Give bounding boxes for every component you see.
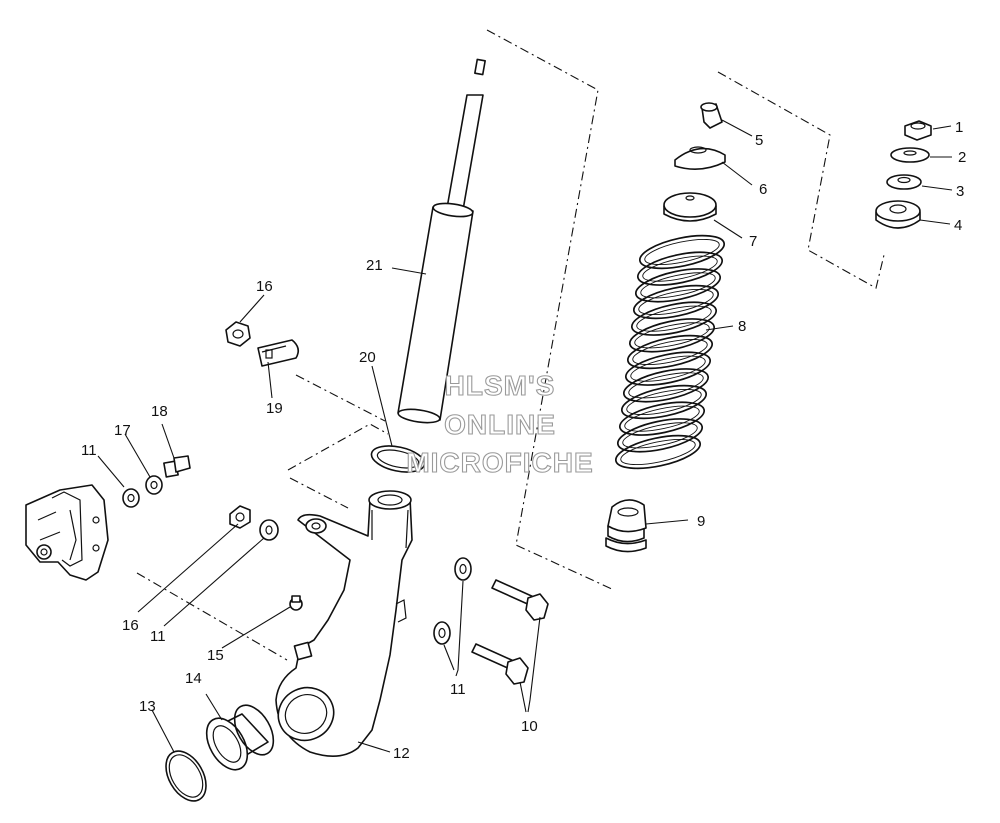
- washer-icon: [433, 621, 451, 645]
- spring-coil: [614, 434, 702, 470]
- callout-11-c: 11: [450, 681, 466, 698]
- spring-seat-icon: [663, 192, 717, 222]
- spring-coil: [628, 318, 716, 353]
- spring-coil-inner: [638, 288, 714, 316]
- spring-coil-inner: [622, 422, 698, 449]
- spring-coil-inner: [632, 338, 708, 366]
- spring-coil-inner: [634, 322, 710, 349]
- callout-labels: 1 2 3 4 5 6 7 8 9 10 11 11 11 11 12 13 1…: [81, 119, 966, 762]
- callout-18: 18: [151, 403, 168, 420]
- bump-stop-icon: [605, 499, 647, 553]
- bushing-icon: [875, 200, 921, 229]
- lock-nut-icon: [904, 120, 932, 141]
- bolt-icon: [491, 579, 549, 621]
- snap-ring-icon: [165, 750, 207, 802]
- steering-knuckle-icon: [275, 490, 413, 757]
- watermark-line-1: HLSM'S: [445, 370, 556, 401]
- callout-11-a: 11: [81, 442, 97, 459]
- spring-coil-inner: [644, 238, 720, 266]
- callout-16-b: 16: [122, 617, 139, 634]
- spring-coil: [616, 418, 704, 453]
- spring-coil: [632, 284, 720, 320]
- callout-19: 19: [266, 400, 283, 417]
- grease-fitting-icon: [289, 595, 303, 611]
- callout-15: 15: [207, 647, 224, 664]
- spring-coil: [618, 401, 706, 436]
- spring-coil: [638, 234, 726, 270]
- callout-21: 21: [366, 257, 383, 274]
- callout-10: 10: [521, 718, 538, 735]
- callout-16-a: 16: [256, 278, 273, 295]
- callout-8: 8: [738, 318, 746, 335]
- callout-9: 9: [697, 513, 705, 530]
- hex-nut-icon: [229, 505, 251, 529]
- spring-coil: [634, 268, 722, 303]
- callout-12: 12: [393, 745, 410, 762]
- spring-coil: [620, 384, 708, 420]
- lock-washer-icon: [145, 475, 163, 495]
- spring-coil: [624, 351, 712, 386]
- brake-line-clip-icon: [257, 339, 300, 367]
- spring-coil-inner: [628, 372, 704, 399]
- callout-6: 6: [759, 181, 767, 198]
- caliper-bolt-icon: [163, 455, 191, 478]
- watermark-line-2: ONLINE: [444, 409, 556, 440]
- spring-washer-icon: [886, 174, 922, 190]
- strut-cartridge-icon: [397, 58, 486, 424]
- spring-coil-inner: [636, 305, 712, 332]
- spring-coil-inner: [640, 272, 716, 299]
- callout-11-b: 11: [150, 628, 166, 645]
- spring-coil: [636, 251, 724, 286]
- assembly-lines: [136, 29, 885, 661]
- spring-coil-inner: [630, 355, 706, 382]
- callout-3: 3: [956, 183, 964, 200]
- spring-coil: [626, 334, 714, 370]
- callout-20: 20: [359, 349, 376, 366]
- callout-7: 7: [749, 233, 757, 250]
- callout-17: 17: [114, 422, 131, 439]
- spring-coil: [630, 301, 718, 336]
- leader-lines: [97, 119, 953, 753]
- callout-4: 4: [954, 217, 962, 234]
- wheel-bearing-icon: [205, 704, 275, 771]
- callout-2: 2: [958, 149, 966, 166]
- bolt-icon: [471, 643, 529, 685]
- spring-coil-inner: [626, 388, 702, 416]
- washer-icon: [454, 557, 472, 581]
- o-ring-icon: [370, 445, 426, 473]
- spring-coil-inner: [620, 438, 696, 466]
- nut-icon: [700, 102, 723, 129]
- coil-spring-icon: [614, 234, 726, 470]
- watermark-line-3: MICROFICHE: [406, 447, 593, 478]
- callout-5: 5: [755, 132, 763, 149]
- callout-14: 14: [185, 670, 202, 687]
- washer-icon: [122, 488, 140, 508]
- spring-coil-inner: [624, 405, 700, 432]
- washer-icon: [259, 519, 279, 541]
- callout-1: 1: [955, 119, 963, 136]
- callout-13: 13: [139, 698, 156, 715]
- spring-coil-inner: [642, 255, 718, 282]
- watermark: HLSM'S ONLINE MICROFICHE: [406, 369, 593, 478]
- hex-nut-icon: [225, 321, 251, 347]
- flat-washer-icon: [890, 147, 930, 163]
- dust-cover-icon: [674, 146, 726, 170]
- spring-coil: [622, 368, 710, 403]
- brake-caliper-icon: [25, 484, 109, 581]
